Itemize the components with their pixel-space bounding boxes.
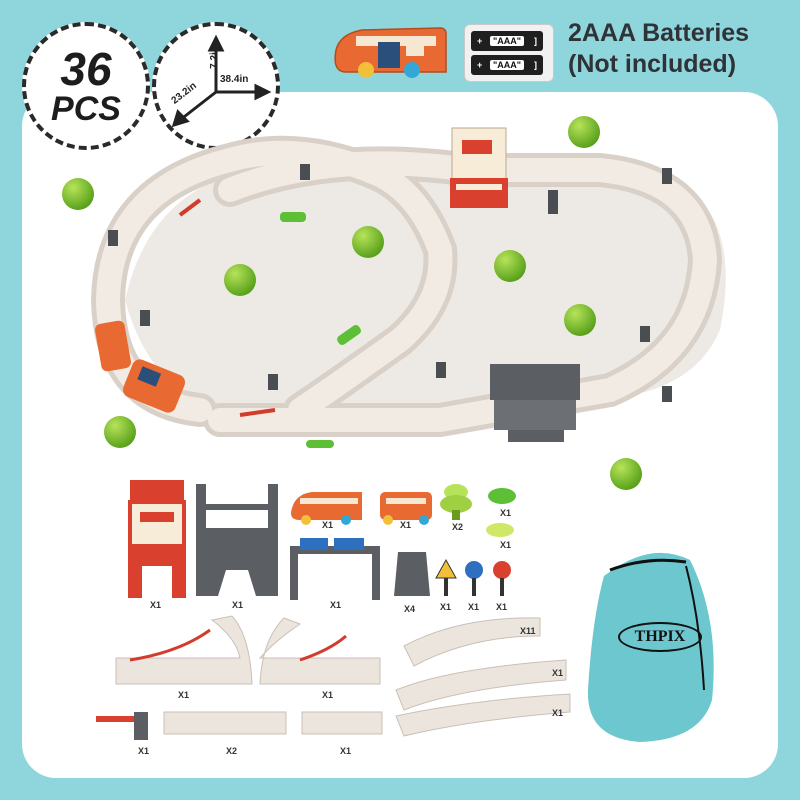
battery-note-line2: (Not included): [568, 50, 737, 78]
qty-pillar: X4: [404, 604, 416, 614]
qty-bush: X1: [500, 508, 512, 518]
qty-sign-warning: X1: [440, 602, 452, 612]
dimension-badge: 7.2in 38.4in 23.2in: [152, 22, 280, 150]
qty-carriage: X1: [400, 520, 412, 530]
battery-note: 2AAA Batteries (Not included): [568, 18, 788, 80]
part-barrier: [96, 712, 148, 740]
bag-brand-label: THPIX: [618, 622, 702, 652]
qty-curve-s2: X1: [552, 708, 564, 718]
part-carriage: [380, 492, 432, 525]
sign-posts: [108, 164, 672, 402]
qty-tree: X2: [452, 522, 464, 532]
battery-cell: + "AAA" ]: [471, 55, 543, 75]
qty-curve-s1: X1: [552, 668, 564, 678]
qty-straight-short: X1: [340, 746, 352, 756]
train-on-track: [95, 320, 186, 413]
part-pillar: [394, 552, 430, 596]
piece-count: 36: [60, 43, 112, 95]
bridge-structure: [490, 364, 580, 442]
part-station: [128, 480, 186, 598]
qty-sign-direction: X1: [468, 602, 480, 612]
dimension-axes-icon: [171, 34, 272, 128]
qty-curve: X11: [520, 626, 536, 636]
part-engine: [291, 492, 362, 525]
part-bridge: [196, 484, 278, 596]
qty-barrier: X1: [138, 746, 150, 756]
part-bush: [486, 488, 516, 537]
part-gantry: [290, 538, 380, 600]
station-building: [450, 127, 508, 208]
qty-station: X1: [150, 600, 162, 610]
part-tree: [440, 484, 472, 520]
battery-cell: + "AAA" ]: [471, 31, 543, 51]
piece-count-badge: 36 PCS: [22, 22, 150, 150]
battery-note-line1: 2AAA Batteries: [568, 19, 750, 47]
part-signs: [435, 558, 511, 596]
piece-unit: PCS: [51, 90, 121, 128]
qty-switch-left: X1: [178, 690, 190, 700]
battery-pack: + "AAA" ] + "AAA" ]: [464, 24, 554, 82]
tree-decorations: [62, 116, 642, 490]
width-label: 38.4in: [220, 74, 249, 85]
qty-bridge: X1: [232, 600, 244, 610]
qty-engine: X1: [322, 520, 334, 530]
qty-bush-2: X1: [500, 540, 512, 550]
qty-gantry: X1: [330, 600, 342, 610]
qty-straight-long: X2: [226, 746, 238, 756]
qty-sign-stop: X1: [496, 602, 508, 612]
qty-switch-right: X1: [322, 690, 334, 700]
part-tracks: [115, 615, 571, 737]
